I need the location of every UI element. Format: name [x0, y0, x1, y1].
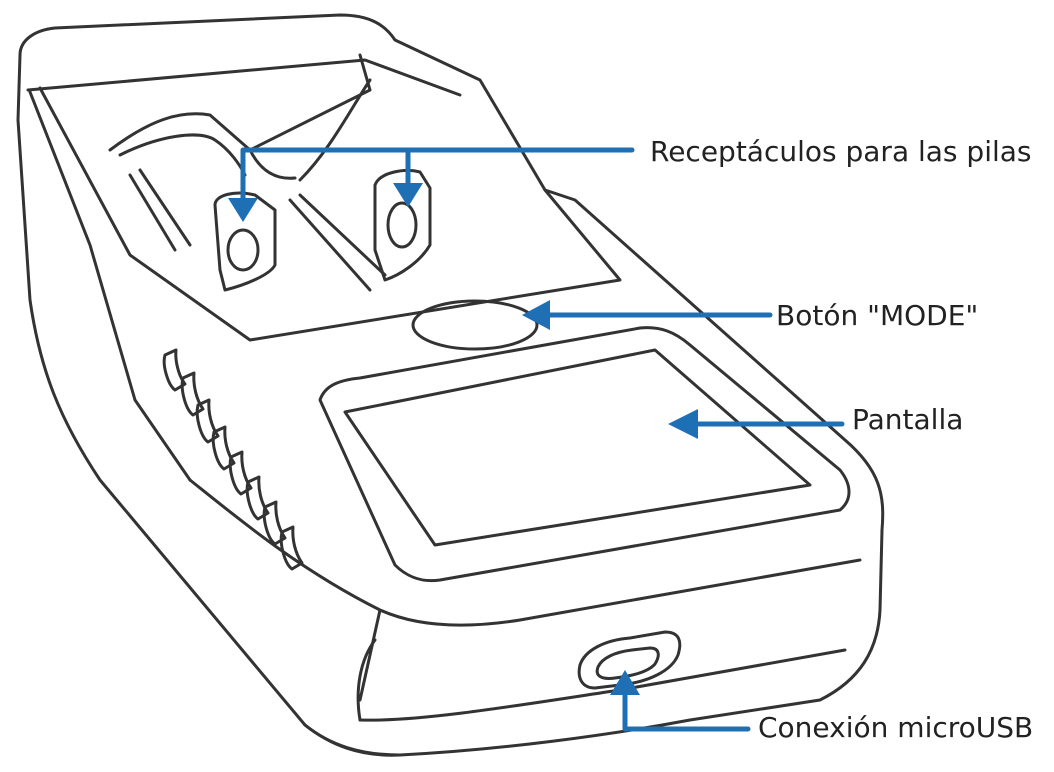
arrowhead-usb [610, 670, 640, 695]
microusb-port-shape [577, 630, 682, 690]
arrowhead-left-contact [228, 198, 258, 222]
side-vents [162, 348, 304, 571]
battery-well [38, 86, 622, 342]
arrowhead-right-contact [393, 183, 423, 207]
base-edge [358, 648, 847, 722]
microusb-label: Conexión microUSB [758, 711, 1034, 744]
mode-button-label: Botón "MODE" [776, 299, 979, 332]
battery-well-inner [108, 53, 372, 180]
screen-label: Pantalla [852, 403, 964, 436]
battery-slots-label: Receptáculos para las pilas [650, 135, 1032, 168]
screen-frame-outer [318, 326, 851, 583]
arrowhead-mode [522, 300, 550, 330]
battery-well-curve [118, 78, 372, 182]
body-top-rim [26, 58, 462, 482]
battery-well-rail [128, 168, 387, 292]
charger-body-outline [16, 13, 885, 757]
callout-arrowheads [228, 183, 698, 695]
right-contact-hole [386, 201, 418, 249]
base-lower-edge [303, 723, 402, 757]
left-contact [213, 191, 277, 292]
mode-button-shape [411, 299, 539, 351]
left-contact-hole [226, 228, 260, 272]
callout-arrows [240, 147, 845, 732]
arrow-battery-line [240, 147, 635, 203]
arrow-usb-line [622, 687, 751, 732]
screen-display [343, 348, 812, 547]
microusb-port-inner [595, 646, 660, 680]
front-face [188, 478, 862, 722]
right-contact [373, 169, 432, 282]
arrowhead-screen [668, 409, 698, 439]
